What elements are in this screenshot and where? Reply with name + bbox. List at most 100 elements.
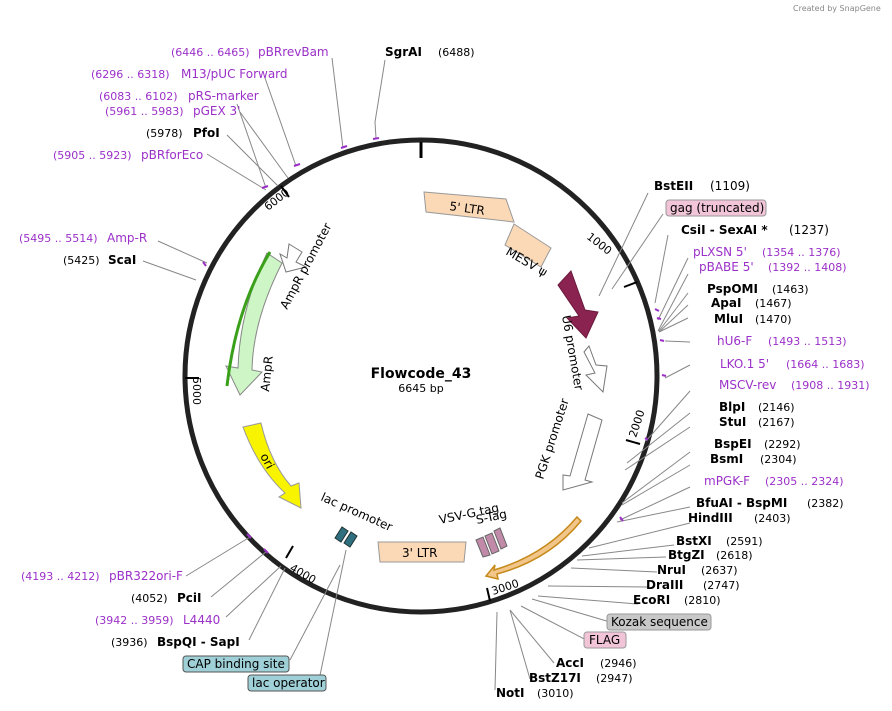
site-mlui-pos: (1470) bbox=[755, 313, 792, 326]
site-stui: StuI bbox=[719, 415, 746, 429]
tick-4000-mark bbox=[285, 545, 294, 559]
feature-label-ampr: AmpR bbox=[258, 355, 276, 392]
primer-l4440-pos: (3942 .. 3959) bbox=[95, 614, 174, 627]
right-label-group: BstEII (1109) CsiI - SexAI * (1237) pLXS… bbox=[496, 179, 870, 700]
backbone-outer bbox=[182, 137, 660, 615]
site-drui-pos: (2637) bbox=[701, 564, 738, 577]
stag-block bbox=[484, 532, 500, 555]
primer-pgex3: pGEX 3' bbox=[193, 104, 240, 118]
site-bspqi-sapi: BspQI - SapI bbox=[157, 635, 240, 649]
feature-label-stag: S-Tag bbox=[475, 507, 508, 527]
ampr-promoter-arrow bbox=[279, 243, 308, 273]
primer-hu6-pos: (1493 .. 1513) bbox=[768, 335, 847, 348]
primer-pbabe: pBABE 5' bbox=[699, 260, 754, 274]
ampr-arrow bbox=[225, 252, 283, 396]
left-connectors bbox=[142, 57, 386, 686]
feature-mesv-psi bbox=[504, 223, 552, 268]
pgk-promoter-arrow bbox=[562, 413, 603, 491]
primer-m13-pos: (6296 .. 6318) bbox=[91, 68, 170, 81]
ori-arrow bbox=[242, 422, 302, 509]
cap-block bbox=[334, 526, 349, 543]
site-draiii: DraIII bbox=[646, 578, 683, 592]
site-btgzi: BtgZI bbox=[668, 548, 705, 562]
box-label-lac-operator: lac operator bbox=[252, 676, 325, 690]
primer-pbr322ori-pos: (4193 .. 4212) bbox=[21, 570, 100, 583]
box-cap bbox=[182, 655, 290, 673]
feature-label-5ltr: 5' LTR bbox=[449, 199, 486, 218]
watermark-text: Created by SnapGene bbox=[793, 4, 881, 13]
left-label-group: pBRrevBam (6446 .. 6465) SgrAI (6488) M1… bbox=[19, 45, 475, 649]
site-bstz17i-pos: (2947) bbox=[596, 672, 633, 685]
box-label-flag: FLAG bbox=[589, 633, 620, 647]
site-sgrai: SgrAI bbox=[385, 45, 422, 59]
feature-label-3ltr: 3' LTR bbox=[402, 546, 437, 560]
primer-hu6: hU6-F bbox=[717, 334, 752, 348]
orf-orange-arrow bbox=[484, 515, 583, 581]
feature-label-lac: lac promoter bbox=[319, 490, 395, 534]
ampr-green-edge bbox=[225, 251, 272, 387]
site-bfuai-bspmi: BfuAI - BspMI bbox=[696, 496, 787, 510]
site-bstxi: BstXI bbox=[676, 534, 712, 548]
primer-mscv-rev-pos: (1908 .. 1931) bbox=[791, 379, 870, 392]
primer-plxsn: pLXSN 5' bbox=[693, 245, 747, 259]
box-gag bbox=[665, 199, 767, 217]
tick-6000-mark bbox=[280, 185, 290, 198]
site-bfuai-pos: (2382) bbox=[807, 497, 844, 510]
site-btgzi-pos: (2618) bbox=[716, 549, 753, 562]
feature-label-pgk: PGK promoter bbox=[533, 397, 572, 481]
site-bsteii: BstEII bbox=[654, 179, 693, 193]
site-blpi-pos: (2146) bbox=[758, 401, 795, 414]
primer-amp-r-pos: (5495 .. 5514) bbox=[19, 232, 98, 245]
box-label-gag: gag (truncated) bbox=[670, 201, 764, 215]
site-drui: NruI bbox=[657, 563, 686, 577]
primer-pbrforeco: pBRforEco bbox=[141, 148, 203, 162]
site-acci-pos: (2946) bbox=[600, 657, 637, 670]
site-bstxi-pos: (2591) bbox=[726, 535, 763, 548]
site-noti: NotI bbox=[496, 686, 525, 700]
site-mlui: MluI bbox=[714, 312, 743, 326]
site-noti-pos: (3010) bbox=[537, 687, 574, 700]
feature-5ltr bbox=[423, 191, 515, 223]
site-bspei: BspEI bbox=[714, 437, 752, 451]
right-primer-marks bbox=[619, 308, 667, 522]
primer-prs-marker-pos: (6083 .. 6102) bbox=[99, 90, 178, 103]
lac-operator-block bbox=[343, 531, 358, 548]
primer-mpgk: mPGK-F bbox=[704, 474, 750, 488]
tick-3000-mark bbox=[486, 587, 491, 602]
primer-pgex3-pos: (5961 .. 5983) bbox=[105, 105, 184, 118]
site-pfoi-pos: (5978) bbox=[146, 127, 183, 140]
site-hindiii-pos: (2403) bbox=[754, 512, 791, 525]
vsvg-tag-block bbox=[475, 536, 491, 558]
site-bsmi: BsmI bbox=[710, 452, 743, 466]
site-scai: ScaI bbox=[108, 253, 136, 267]
primer-m13: M13/pUC Forward bbox=[181, 67, 288, 81]
site-acci: AccI bbox=[556, 656, 584, 670]
site-bsmi-pos: (2304) bbox=[760, 453, 797, 466]
site-pcii: PciI bbox=[177, 591, 202, 605]
primer-pbrrevbam: pBRrevBam bbox=[258, 45, 329, 59]
site-pspomi-pos: (1463) bbox=[772, 283, 809, 296]
site-csii-sexai: CsiI - SexAI * bbox=[681, 223, 768, 237]
tick-2000-mark bbox=[625, 439, 641, 445]
tick-label-5000: 5000 bbox=[190, 377, 203, 405]
primer-prs-marker: pRS-marker bbox=[188, 89, 259, 103]
site-draiii-pos: (2747) bbox=[703, 579, 740, 592]
plasmid-name: Flowcode_43 bbox=[371, 366, 472, 382]
site-stui-pos: (2167) bbox=[758, 416, 795, 429]
site-bspqi-pos: (3936) bbox=[111, 636, 148, 649]
box-label-cap: CAP binding site bbox=[187, 657, 285, 671]
primer-pbrrevbam-pos: (6446 .. 6465) bbox=[171, 46, 250, 59]
primer-pbr322ori: pBR322ori-F bbox=[109, 569, 183, 583]
left-primer-marks bbox=[202, 137, 380, 554]
primer-plxsn-pos: (1354 .. 1376) bbox=[762, 246, 841, 259]
box-lac-operator bbox=[247, 674, 327, 692]
site-pfoi: PfoI bbox=[193, 126, 220, 140]
feature-u6-arrow bbox=[557, 270, 599, 339]
primer-mscv-rev: MSCV-rev bbox=[719, 378, 776, 392]
feature-label-ori: ori bbox=[257, 451, 277, 471]
site-csii-pos: (1237) bbox=[789, 223, 829, 237]
site-apai: ApaI bbox=[711, 296, 741, 310]
primer-amp-r: Amp-R bbox=[107, 231, 147, 245]
right-connectors bbox=[494, 192, 691, 691]
site-ecori-pos: (2810) bbox=[684, 594, 721, 607]
